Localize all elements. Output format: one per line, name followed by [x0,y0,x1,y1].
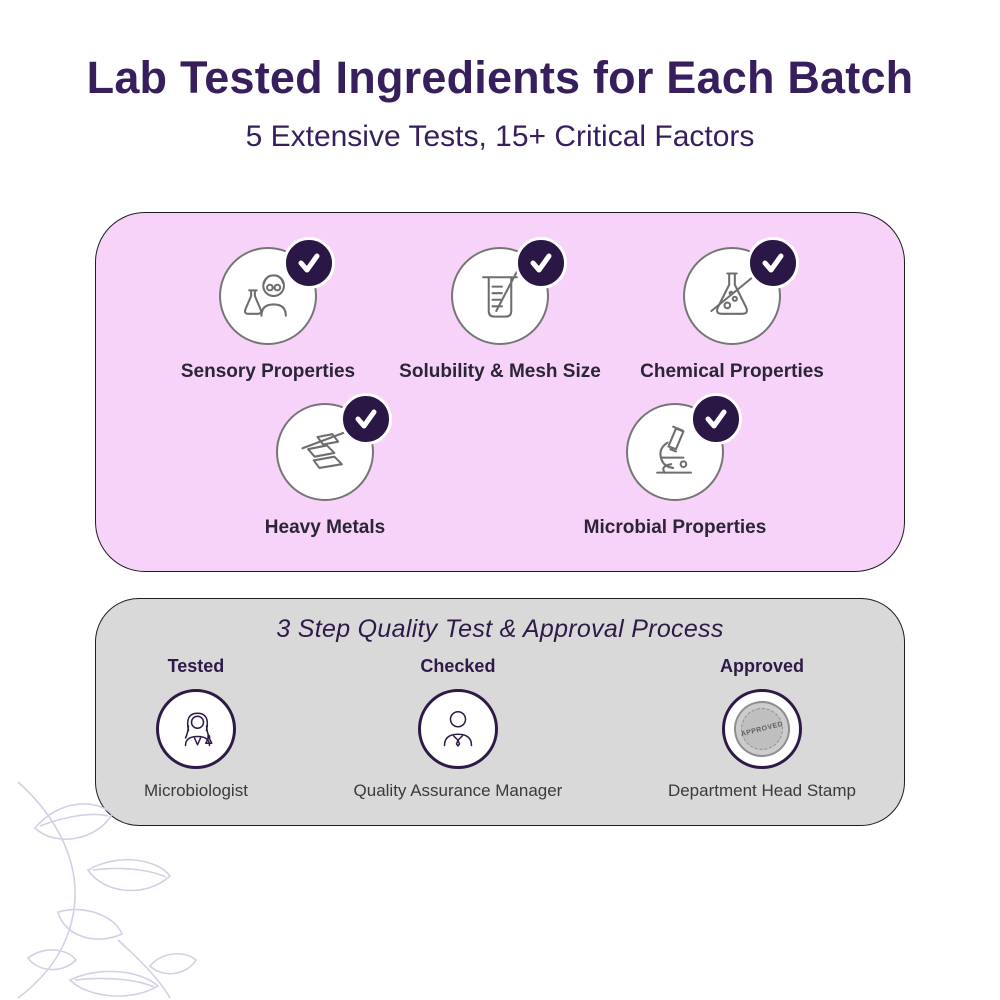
lab-tests-panel: Sensory Properties Sol [95,212,905,572]
page-title: Lab Tested Ingredients for Each Batch [86,52,914,103]
manager-icon [443,711,473,747]
microbial-icon-circle [626,393,742,501]
step-name: Approved [719,656,804,676]
process-title: 3 Step Quality Test & Approval Process [276,615,724,643]
microscope-icon [656,425,692,474]
test-label: Heavy Metals [264,517,386,538]
microbiologist-icon [184,712,213,747]
process-steps: Tested Microbiologist Checked [144,656,856,801]
quality-process-panel: 3 Step Quality Test & Approval Process T… [95,598,905,826]
tested-icon-circle [155,689,236,769]
checkmark-icon [355,409,377,429]
test-item-sensory: Sensory Properties [152,237,384,383]
checkmark-icon [705,409,727,429]
checkmark-icon [298,253,320,273]
step-checked: Checked Quality Assurance Manager [354,656,563,801]
check-badge [283,237,335,289]
step-role: Microbiologist [144,781,248,800]
metal-ingots-icon [301,430,349,469]
check-badge [340,393,392,445]
sensory-icon-circle [219,237,335,345]
approved-stamp-inner: APPROVED [736,703,788,755]
checkmark-icon [530,253,552,273]
test-label: Microbial Properties [583,517,767,538]
step-name: Checked [420,656,496,676]
test-item-heavy-metals: Heavy Metals [209,393,441,539]
approved-icon-circle: APPROVED [721,689,802,769]
approved-stamp-icon: APPROVED [728,695,796,763]
test-label: Solubility & Mesh Size [399,361,601,382]
step-approved: Approved APPROVED Department Head Stamp [668,656,856,801]
test-item-chemical: Chemical Properties [616,237,848,383]
header: Lab Tested Ingredients for Each Batch 5 … [0,0,1000,154]
step-name: Tested [167,656,225,676]
heavy-metals-icon-circle [276,393,392,501]
test-item-solubility: Solubility & Mesh Size [384,237,616,383]
solubility-icon-circle [451,237,567,345]
check-badge [515,237,567,289]
step-role: Department Head Stamp [667,781,856,800]
check-badge [690,393,742,445]
page-subtitle: 5 Extensive Tests, 15+ Critical Factors [245,120,755,153]
stamp-text: APPROVED [740,720,784,738]
step-tested: Tested Microbiologist [144,656,248,801]
tests-row-2: Heavy Metals [96,393,904,539]
leaf-decoration [17,781,198,999]
test-label: Chemical Properties [640,361,824,382]
step-role: Quality Assurance Manager [353,781,563,800]
checked-icon-circle [417,689,498,769]
tests-row-1: Sensory Properties Sol [96,237,904,383]
chemical-flask-icon [710,272,754,315]
chemical-icon-circle [683,237,799,345]
check-badge [747,237,799,289]
beaker-icon [482,270,518,318]
checkmark-icon [762,253,784,273]
test-label: Sensory Properties [180,361,356,382]
scientist-icon [243,274,287,317]
test-item-microbial: Microbial Properties [559,393,791,539]
